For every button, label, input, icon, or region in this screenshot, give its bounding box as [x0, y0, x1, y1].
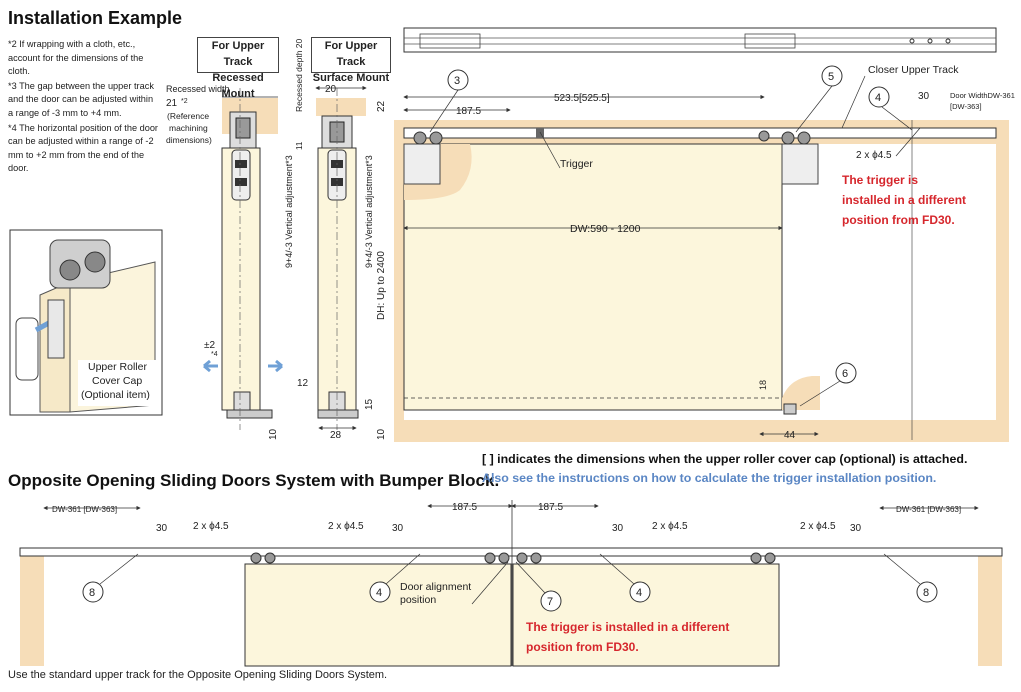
inset-cap-line2: Cover Cap — [92, 375, 142, 387]
elev-dim-187-5: 187.5 — [456, 106, 481, 117]
callout-8-left-label: 8 — [89, 587, 95, 599]
callout-4-left-label: 4 — [376, 587, 382, 599]
notice-red1-line1: The trigger is — [842, 173, 919, 187]
title-opposite-opening: Opposite Opening Sliding Doors System wi… — [8, 471, 500, 490]
label-dim-10-left: 10 — [268, 428, 279, 440]
elev-holes: 2 x ϕ4.5 — [856, 150, 892, 161]
label-recessed-width: Recessed width — [166, 84, 230, 94]
notice-bracket: [ ] indicates the dimensions when the up… — [482, 452, 968, 466]
callout-4-right-label: 4 — [636, 587, 642, 599]
note-3: *3 The gap between the upper track and t… — [8, 80, 154, 118]
label-vertical-adjust-right: 9+4/-3 Vertical adjustment*3 — [364, 155, 374, 268]
elev-trigger: Trigger — [560, 158, 593, 170]
callout-8-right-label: 8 — [923, 587, 929, 599]
inset-illustration — [9, 229, 163, 416]
header-recessed-line1: For Upper Track — [211, 40, 265, 68]
opp-dim-30-c: 30 — [612, 523, 624, 534]
notice-red2-line2: position from FD30. — [526, 640, 639, 654]
callout-8-left — [82, 581, 104, 603]
opp-dim-30-a: 30 — [156, 523, 168, 534]
label-vertical-adjust-left: 9+4/-3 Vertical adjustment*3 — [284, 155, 294, 268]
callout-3-label: 3 — [454, 75, 460, 87]
label-horizontal-adjust: ±2 — [204, 340, 215, 351]
label-dim-28: 28 — [330, 430, 342, 441]
elev-dim-30: 30 — [918, 91, 930, 102]
opp-dim-30-b: 30 — [392, 523, 404, 534]
opposite-opening-drawing — [19, 500, 1003, 667]
footer-note: Use the standard upper track for the Opp… — [8, 669, 388, 681]
note-2: *2 If wrapping with a cloth, etc., accou… — [8, 39, 144, 77]
notice-trigger-position-bottom: The trigger is installed in a different … — [526, 617, 729, 657]
cross-section-recessed — [221, 88, 278, 430]
label-dim-22: 22 — [376, 100, 387, 112]
opp-dw-left: DW-361 [DW-363] — [52, 505, 117, 514]
label-dim-10-right: 10 — [376, 428, 387, 440]
callout-4-elev-label: 4 — [875, 92, 881, 104]
callout-7 — [540, 590, 562, 612]
opp-holes-c: 2 x ϕ4.5 — [652, 521, 688, 532]
opp-door-alignment-2: position — [400, 594, 436, 606]
callout-6-label: 6 — [842, 368, 848, 380]
note-4: *4 The horizontal position of the door c… — [8, 122, 158, 174]
top-track-overview — [403, 27, 997, 53]
header-recessed-mount: For Upper Track Recessed Mount — [197, 37, 279, 100]
note-recessed-width: *2 — [181, 98, 188, 105]
header-surface-mount: For Upper Track Surface Mount — [311, 37, 391, 84]
callout-4-left — [369, 581, 391, 603]
inset-cap-line3: (Optional item) — [81, 389, 150, 401]
opp-dim-187-5-left: 187.5 — [452, 502, 477, 513]
value-recessed-width: 21 — [166, 98, 178, 109]
elev-door-width: DW:590 - 1200 — [570, 223, 641, 235]
header-surface-line1: For Upper Track — [324, 40, 378, 68]
callout-7-label: 7 — [547, 596, 553, 608]
callout-6 — [835, 362, 857, 384]
opp-holes-b: 2 x ϕ4.5 — [328, 521, 364, 532]
elev-dim-18: 18 — [758, 380, 768, 390]
notice-trigger-position-top: The trigger is installed in a different … — [842, 170, 966, 230]
inset-cap-line1: Upper Roller — [88, 361, 147, 373]
callout-5-label: 5 — [828, 71, 834, 83]
notes-block: *2 If wrapping with a cloth, etc., accou… — [8, 38, 160, 177]
callout-4-elev — [868, 86, 890, 108]
elev-door-width-minus: Door WidthDW-361 — [950, 91, 1015, 100]
opp-holes-d: 2 x ϕ4.5 — [800, 521, 836, 532]
title-installation-example: Installation Example — [8, 8, 183, 28]
label-dim-20: 20 — [325, 84, 337, 95]
opp-holes-a: 2 x ϕ4.5 — [193, 521, 229, 532]
note-horizontal-adjust: *4 — [211, 351, 218, 358]
elev-dim-523-5: 523.5[525.5] — [554, 93, 610, 104]
elev-closer-track: Closer Upper Track — [868, 64, 959, 76]
notice-red2-line1: The trigger is installed in a different — [526, 620, 730, 634]
label-door-height: DH: Up to 2400 — [376, 251, 387, 320]
label-dim-12: 12 — [297, 378, 309, 389]
label-reference-3: dimensions) — [166, 135, 212, 145]
label-recessed-depth: Recessed depth 20 — [294, 38, 304, 112]
notice-instructions-link[interactable]: Also see the instructions on how to calc… — [482, 471, 937, 485]
arrow-left-icon — [203, 359, 218, 373]
notice-red1-line2: installed in a different — [842, 193, 967, 207]
callout-4-right — [629, 581, 651, 603]
opp-door-alignment-1: Door alignment — [400, 581, 471, 593]
label-dim-11: 11 — [295, 141, 304, 150]
arrow-right-icon — [268, 359, 283, 373]
label-reference-2: machining — [169, 123, 208, 133]
opp-dim-187-5-right: 187.5 — [538, 502, 563, 513]
callout-8-right — [916, 581, 938, 603]
cross-section-surface — [316, 88, 366, 430]
opp-dw-right: DW-361 [DW-363] — [896, 505, 961, 514]
label-reference-1: (Reference — [167, 111, 209, 121]
opp-dim-30-d: 30 — [850, 523, 862, 534]
label-dim-15: 15 — [364, 398, 375, 410]
notice-red1-line3: position from FD30. — [842, 213, 955, 227]
elev-dim-44: 44 — [784, 430, 796, 441]
elev-door-width-bracket: [DW-363] — [950, 102, 982, 111]
elevation-drawing — [394, 120, 1009, 442]
header-surface-line2: Surface Mount — [312, 72, 390, 84]
